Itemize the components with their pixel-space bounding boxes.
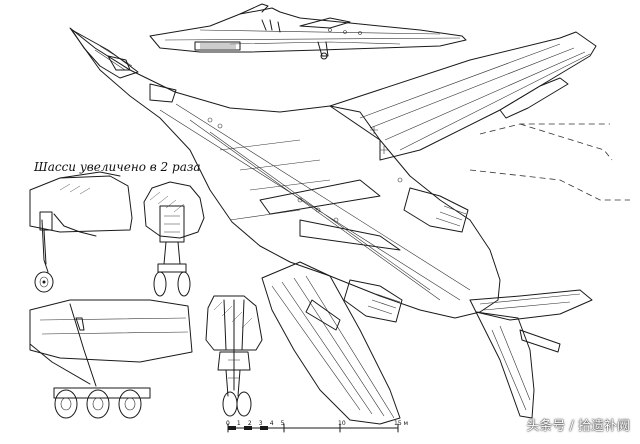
scale-label-15: 15 м [394,420,409,427]
gear-detail-front-2 [205,295,263,417]
gear-scale-caption: Шасси увеличено в 2 раза [34,160,201,174]
scale-label-10: 10 [338,420,346,427]
gear-detail-side-1 [29,171,133,293]
scale-bar [227,423,399,433]
gear-detail-front-1 [143,181,205,297]
engine-nacelles [259,179,469,323]
planform-view [69,27,630,425]
gear-detail-side-2 [29,299,193,419]
side-view [149,3,467,60]
watermark: 头条号 / 拾遗补阙 [526,419,630,434]
scale-tick-labels: 0 1 2 3 4 5 [226,420,288,427]
